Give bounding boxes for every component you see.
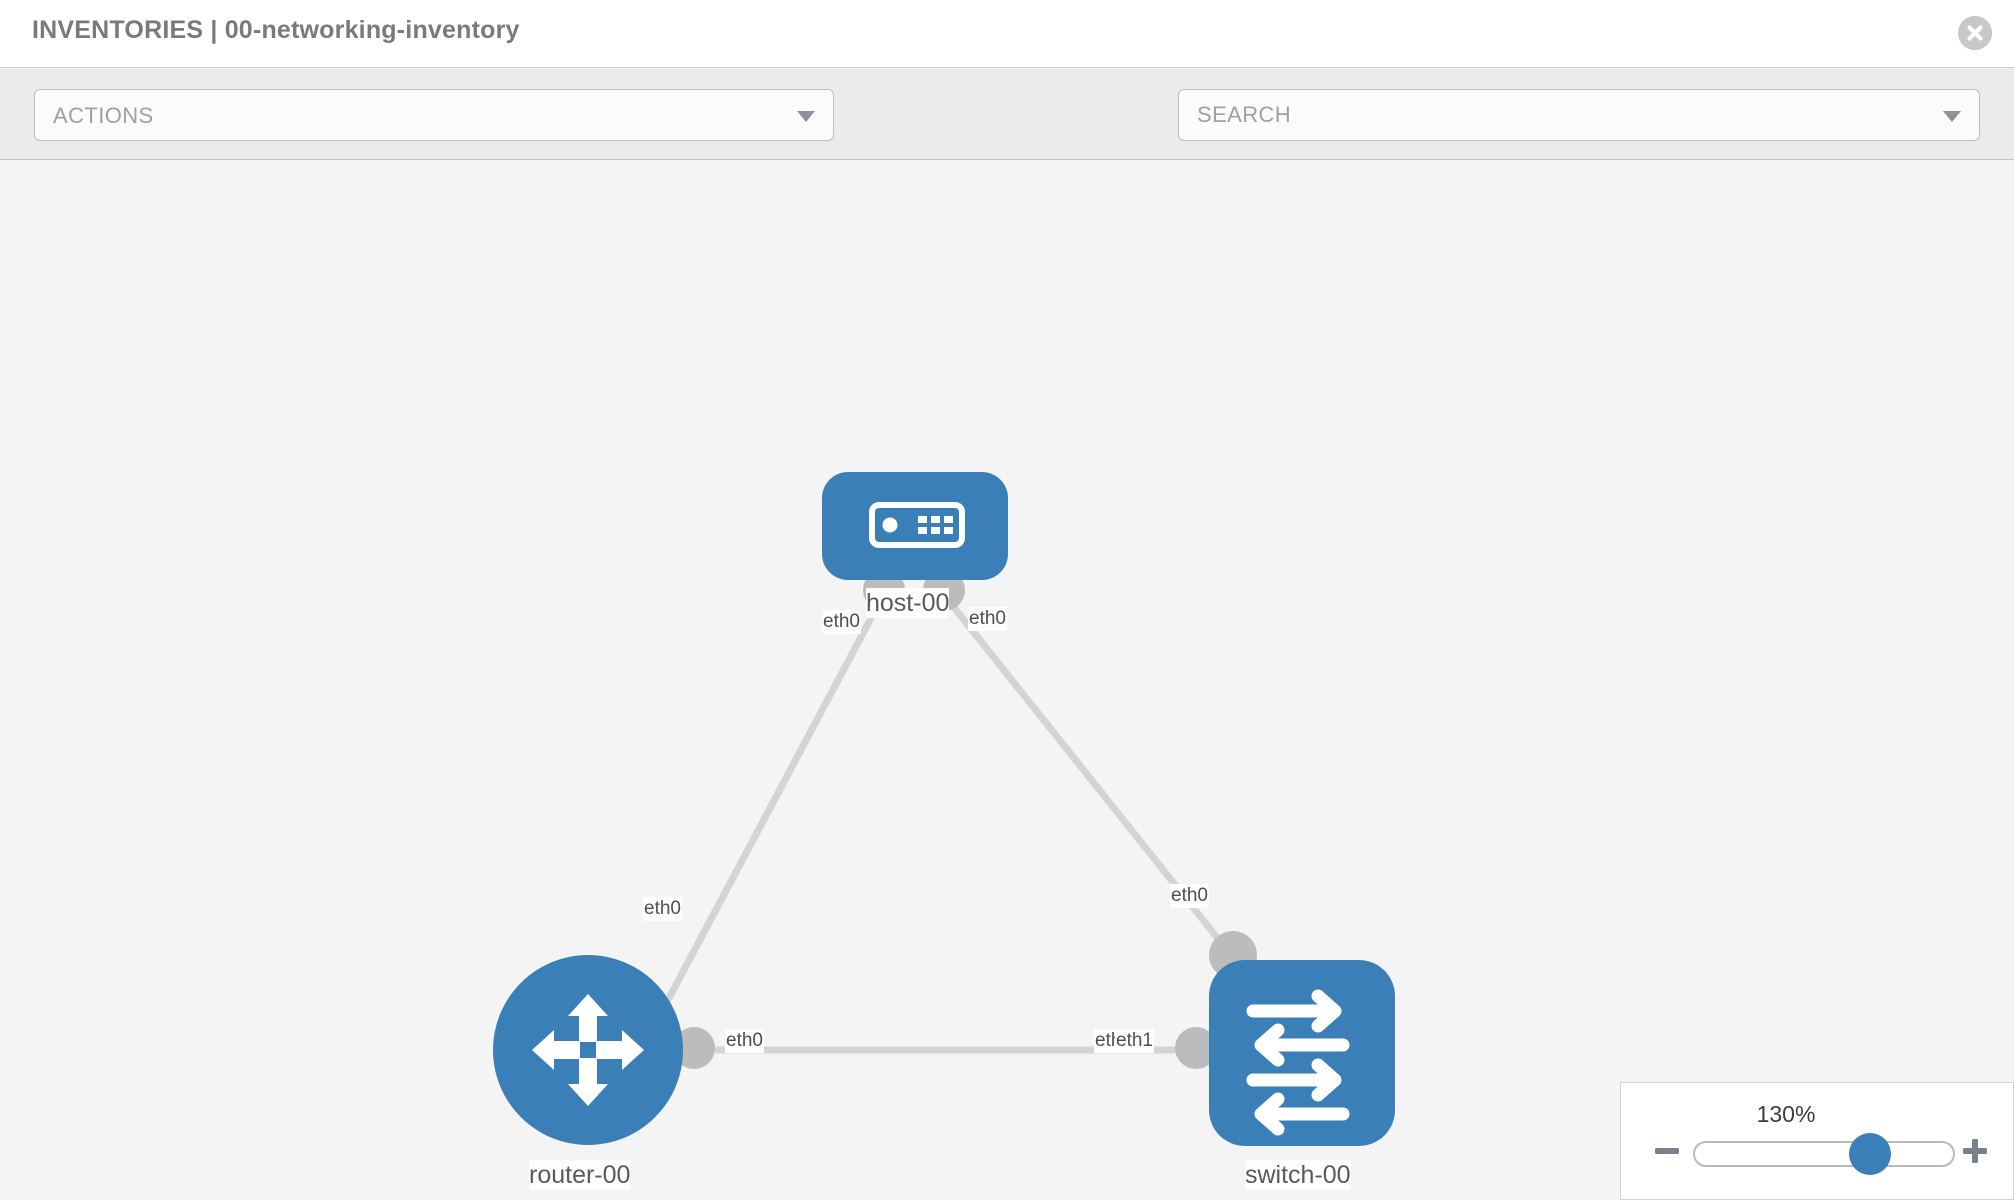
node-switch-00[interactable] — [1209, 960, 1395, 1146]
page-header: INVENTORIES | 00-networking-inventory — [0, 0, 2014, 68]
interface-label: eth0 — [1170, 884, 1209, 908]
actions-dropdown-label: ACTIONS — [53, 103, 154, 128]
search-box[interactable] — [1178, 89, 1980, 141]
router-arrows-icon — [532, 994, 644, 1106]
interface-label: eth1 — [1115, 1029, 1154, 1053]
node-host-00[interactable] — [822, 472, 1008, 580]
chevron-down-icon — [797, 111, 815, 122]
node-label-router-00: router-00 — [529, 1160, 631, 1190]
toolbar: ACTIONS — [0, 68, 2014, 192]
zoom-control-panel: 130% — [1620, 1082, 2014, 1200]
zoom-slider-thumb[interactable] — [1849, 1133, 1891, 1175]
interface-label: eth0 — [968, 607, 1007, 631]
interface-label: eth0 — [822, 610, 861, 634]
node-label-switch-00: switch-00 — [1245, 1160, 1351, 1190]
topology-canvas[interactable]: host-00 router-00 switch-00 eth0 eth0 et… — [0, 160, 2014, 1200]
topology-graph — [493, 472, 1395, 1146]
search-input[interactable] — [1179, 90, 1939, 140]
node-router-00[interactable] — [493, 955, 683, 1145]
interface-label: eth0 — [643, 897, 682, 921]
minus-icon — [1655, 1148, 1679, 1154]
zoom-in-button[interactable] — [1961, 1137, 1989, 1165]
zoom-out-button[interactable] — [1653, 1137, 1681, 1165]
page-title: INVENTORIES | 00-networking-inventory — [32, 16, 520, 44]
plus-icon — [1963, 1139, 1987, 1163]
close-circle-icon — [1958, 16, 1992, 50]
link-host-router[interactable] — [648, 588, 890, 1032]
interface-label: eth0 — [725, 1029, 764, 1053]
server-icon — [869, 502, 965, 548]
switch-arrows-icon — [1246, 989, 1350, 1136]
close-button[interactable] — [1958, 16, 1992, 50]
zoom-level-value: 130% — [1756, 1101, 1816, 1127]
node-label-host-00: host-00 — [866, 588, 950, 618]
actions-dropdown[interactable]: ACTIONS — [34, 89, 834, 141]
connector-nub — [673, 1027, 715, 1069]
chevron-down-icon[interactable] — [1943, 111, 1961, 122]
zoom-slider[interactable] — [1693, 1141, 1955, 1167]
connector-nub — [1175, 1027, 1217, 1069]
